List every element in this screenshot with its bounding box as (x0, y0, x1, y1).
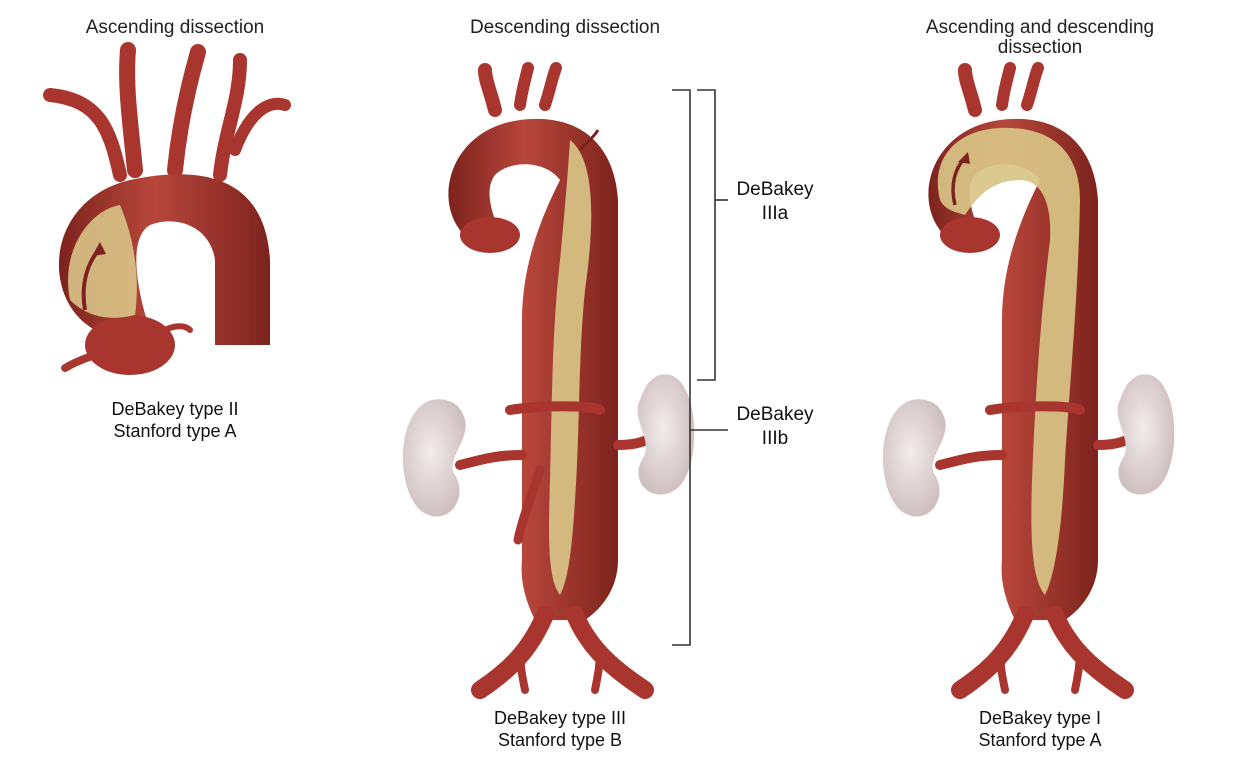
panel-3-title-line-1: Ascending and descending (925, 17, 1155, 38)
panel-2-caption-line-1: DeBakey type III (493, 708, 627, 728)
panel-3-caption-line-2: Stanford type A (978, 730, 1102, 750)
panel-2-aorta (402, 62, 695, 699)
panel-1-caption-line-1: DeBakey type II (111, 399, 239, 419)
debakey-iiia-label-line-2: IIIa (761, 203, 789, 224)
panel-1-caption-line-2: Stanford type A (113, 421, 237, 441)
debakey-iiib-label-line-2: IIIb (761, 428, 789, 449)
debakey-iiia-label-line-1: DeBakey (736, 179, 814, 200)
panel-3-caption-line-1: DeBakey type I (978, 708, 1102, 728)
panel-1-aorta (43, 42, 291, 375)
panel-3-title-line-2: dissection (997, 37, 1083, 58)
panel-3-aorta (882, 62, 1175, 699)
panel-2-caption-line-2: Stanford type B (497, 730, 623, 750)
panel-1-title: Ascending dissection (85, 17, 265, 38)
panel-2-title: Descending dissection (469, 17, 661, 38)
debakey-brackets (672, 89, 728, 646)
debakey-iiib-label-line-1: DeBakey (736, 404, 814, 425)
